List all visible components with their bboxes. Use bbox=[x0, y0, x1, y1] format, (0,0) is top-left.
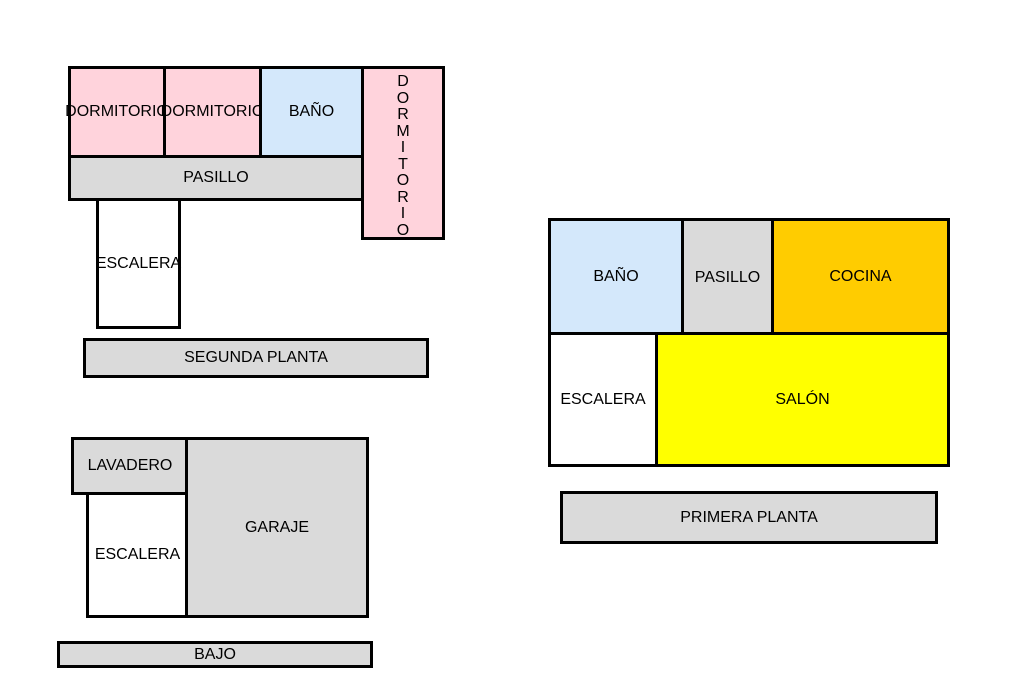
room-garaje: GARAJE bbox=[185, 437, 369, 618]
room-bano-second: BAÑO bbox=[259, 66, 364, 158]
room-label: COCINA bbox=[829, 267, 892, 285]
room-label: ESCALERA bbox=[95, 254, 182, 272]
room-pasillo-second: PASILLO bbox=[68, 155, 364, 201]
floor-label-segunda-planta: SEGUNDA PLANTA bbox=[83, 338, 429, 378]
room-escalera-bajo: ESCALERA bbox=[86, 492, 189, 618]
room-cocina: COCINA bbox=[771, 218, 950, 335]
floor-title: SEGUNDA PLANTA bbox=[184, 349, 328, 366]
floor-label-bajo: BAJO bbox=[57, 641, 373, 668]
room-label: PASILLO bbox=[183, 169, 249, 186]
room-dormitorio-2: DORMITORIO bbox=[160, 66, 265, 158]
room-bano-first: BAÑO bbox=[548, 218, 684, 335]
room-label: GARAJE bbox=[244, 518, 309, 536]
room-label: ESCALERA bbox=[560, 390, 646, 408]
floor-label-primera-planta: PRIMERA PLANTA bbox=[560, 491, 938, 544]
room-label-vertical: DORMITORIO bbox=[396, 73, 410, 239]
room-escalera-second: ESCALERA bbox=[96, 198, 181, 329]
room-label: PASILLO bbox=[694, 269, 761, 286]
room-label: ESCALERA bbox=[94, 546, 181, 563]
room-label: SALÓN bbox=[775, 390, 830, 408]
room-label: LAVADERO bbox=[87, 457, 173, 474]
room-label: DORMITORIO bbox=[160, 103, 265, 120]
room-label: BAÑO bbox=[593, 267, 639, 285]
room-escalera-first: ESCALERA bbox=[548, 332, 658, 467]
floor-title: PRIMERA PLANTA bbox=[680, 508, 818, 526]
room-dormitorio-1: DORMITORIO bbox=[65, 66, 169, 158]
floor-title: BAJO bbox=[194, 645, 236, 663]
room-label: BAÑO bbox=[288, 103, 335, 120]
room-lavadero: LAVADERO bbox=[71, 437, 189, 495]
room-dormitorio-3: DORMITORIO bbox=[361, 66, 445, 240]
room-salon: SALÓN bbox=[655, 332, 950, 467]
room-pasillo-first: PASILLO bbox=[681, 218, 774, 335]
room-label: DORMITORIO bbox=[65, 103, 169, 120]
